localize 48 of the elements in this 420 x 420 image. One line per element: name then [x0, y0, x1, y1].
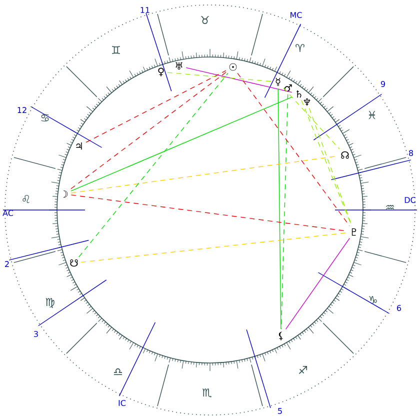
aspect-line — [80, 232, 348, 263]
zodiac-sign: ♐ — [298, 366, 308, 374]
house-label: 8 — [409, 150, 413, 156]
planet-glyph: ☋ — [70, 259, 78, 267]
zodiac-sign: ♉ — [201, 16, 209, 24]
house-label: 3 — [34, 330, 38, 338]
house-label: 5 — [278, 408, 282, 414]
aspect-line — [86, 70, 226, 143]
planet-glyph: ☽ — [63, 190, 68, 198]
house-label: 6 — [397, 304, 402, 312]
planet-glyph: ♅ — [176, 62, 182, 70]
zodiac-sign: ♊ — [112, 46, 120, 54]
aspect-line — [167, 72, 273, 82]
house-label: 12 — [18, 107, 26, 113]
house-label: 11 — [140, 7, 150, 13]
aspect-line — [186, 67, 292, 93]
house-label: 9 — [380, 80, 385, 88]
planet-glyph: ⚸ — [278, 332, 283, 340]
aspect-line — [78, 72, 228, 258]
planet-glyph: ☊ — [341, 151, 349, 159]
house-label: 2 — [5, 261, 9, 267]
zodiac-sign: ♒ — [386, 204, 394, 210]
zodiac-sign: ♑ — [369, 296, 377, 304]
house-label: DC — [404, 196, 416, 204]
zodiac-sign: ♍ — [46, 298, 54, 308]
aspect-line — [70, 96, 292, 192]
aspect-line — [278, 88, 282, 330]
aspect-line — [280, 94, 288, 330]
planet-glyph: ♄ — [296, 90, 302, 98]
zodiac-sign: ♏ — [202, 388, 212, 398]
planet-glyph: ♀ — [158, 68, 164, 76]
zodiac-sign: ♎ — [114, 368, 122, 375]
aspect-line — [70, 72, 226, 190]
planet-glyph: ☿ — [276, 78, 280, 86]
zodiac-sign: ♓ — [368, 110, 376, 120]
aspect-line — [285, 238, 350, 330]
planet-glyph: ♃ — [76, 142, 82, 150]
planet-glyph: ♆ — [304, 98, 310, 106]
zodiac-sign: ♋ — [41, 114, 49, 122]
planet-glyph: ☉ — [229, 63, 237, 71]
aspect-line — [283, 88, 340, 150]
zodiac-sign: ♌ — [22, 194, 30, 204]
planet-glyph: ♇ — [352, 228, 356, 236]
zodiac-sign: ♈ — [296, 44, 304, 52]
house-label: IC — [118, 400, 126, 406]
house-label: AC — [2, 210, 14, 216]
house-label: MC — [290, 12, 302, 18]
aspect-line — [237, 72, 350, 226]
